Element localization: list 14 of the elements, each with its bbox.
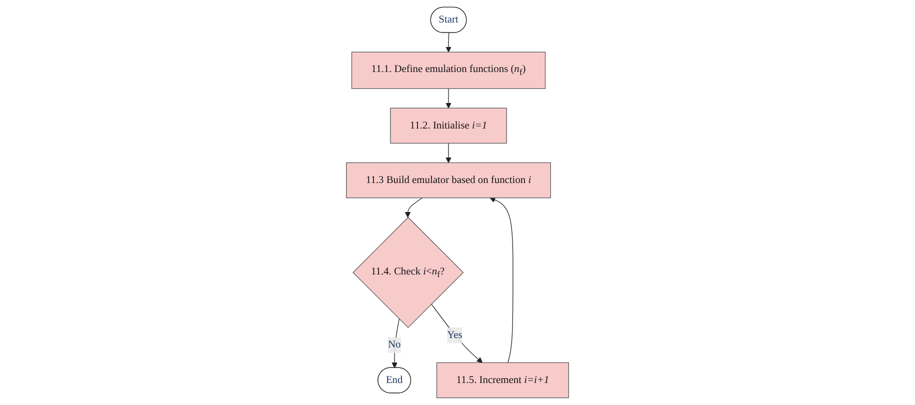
arrow (431, 304, 483, 363)
arrow (446, 142, 452, 163)
arrow (392, 318, 400, 368)
arrow (446, 32, 452, 52)
node-box: 11.3 Build emulator based on function i (346, 162, 551, 198)
edge-label: No (388, 339, 401, 350)
arrow (490, 197, 514, 363)
node-diamond: 11.4. Check i<n$_{f}$? (352, 216, 464, 328)
node-box: 11.2. Initialise i=1 (390, 108, 507, 144)
node-box: 11.5. Increment i=i+1 (436, 362, 569, 398)
arrow (446, 88, 452, 108)
arrow (404, 198, 423, 218)
edge-label: Yes (447, 330, 462, 341)
node-box: 11.1. Define emulation functions (n$_{f}$) (351, 52, 546, 89)
